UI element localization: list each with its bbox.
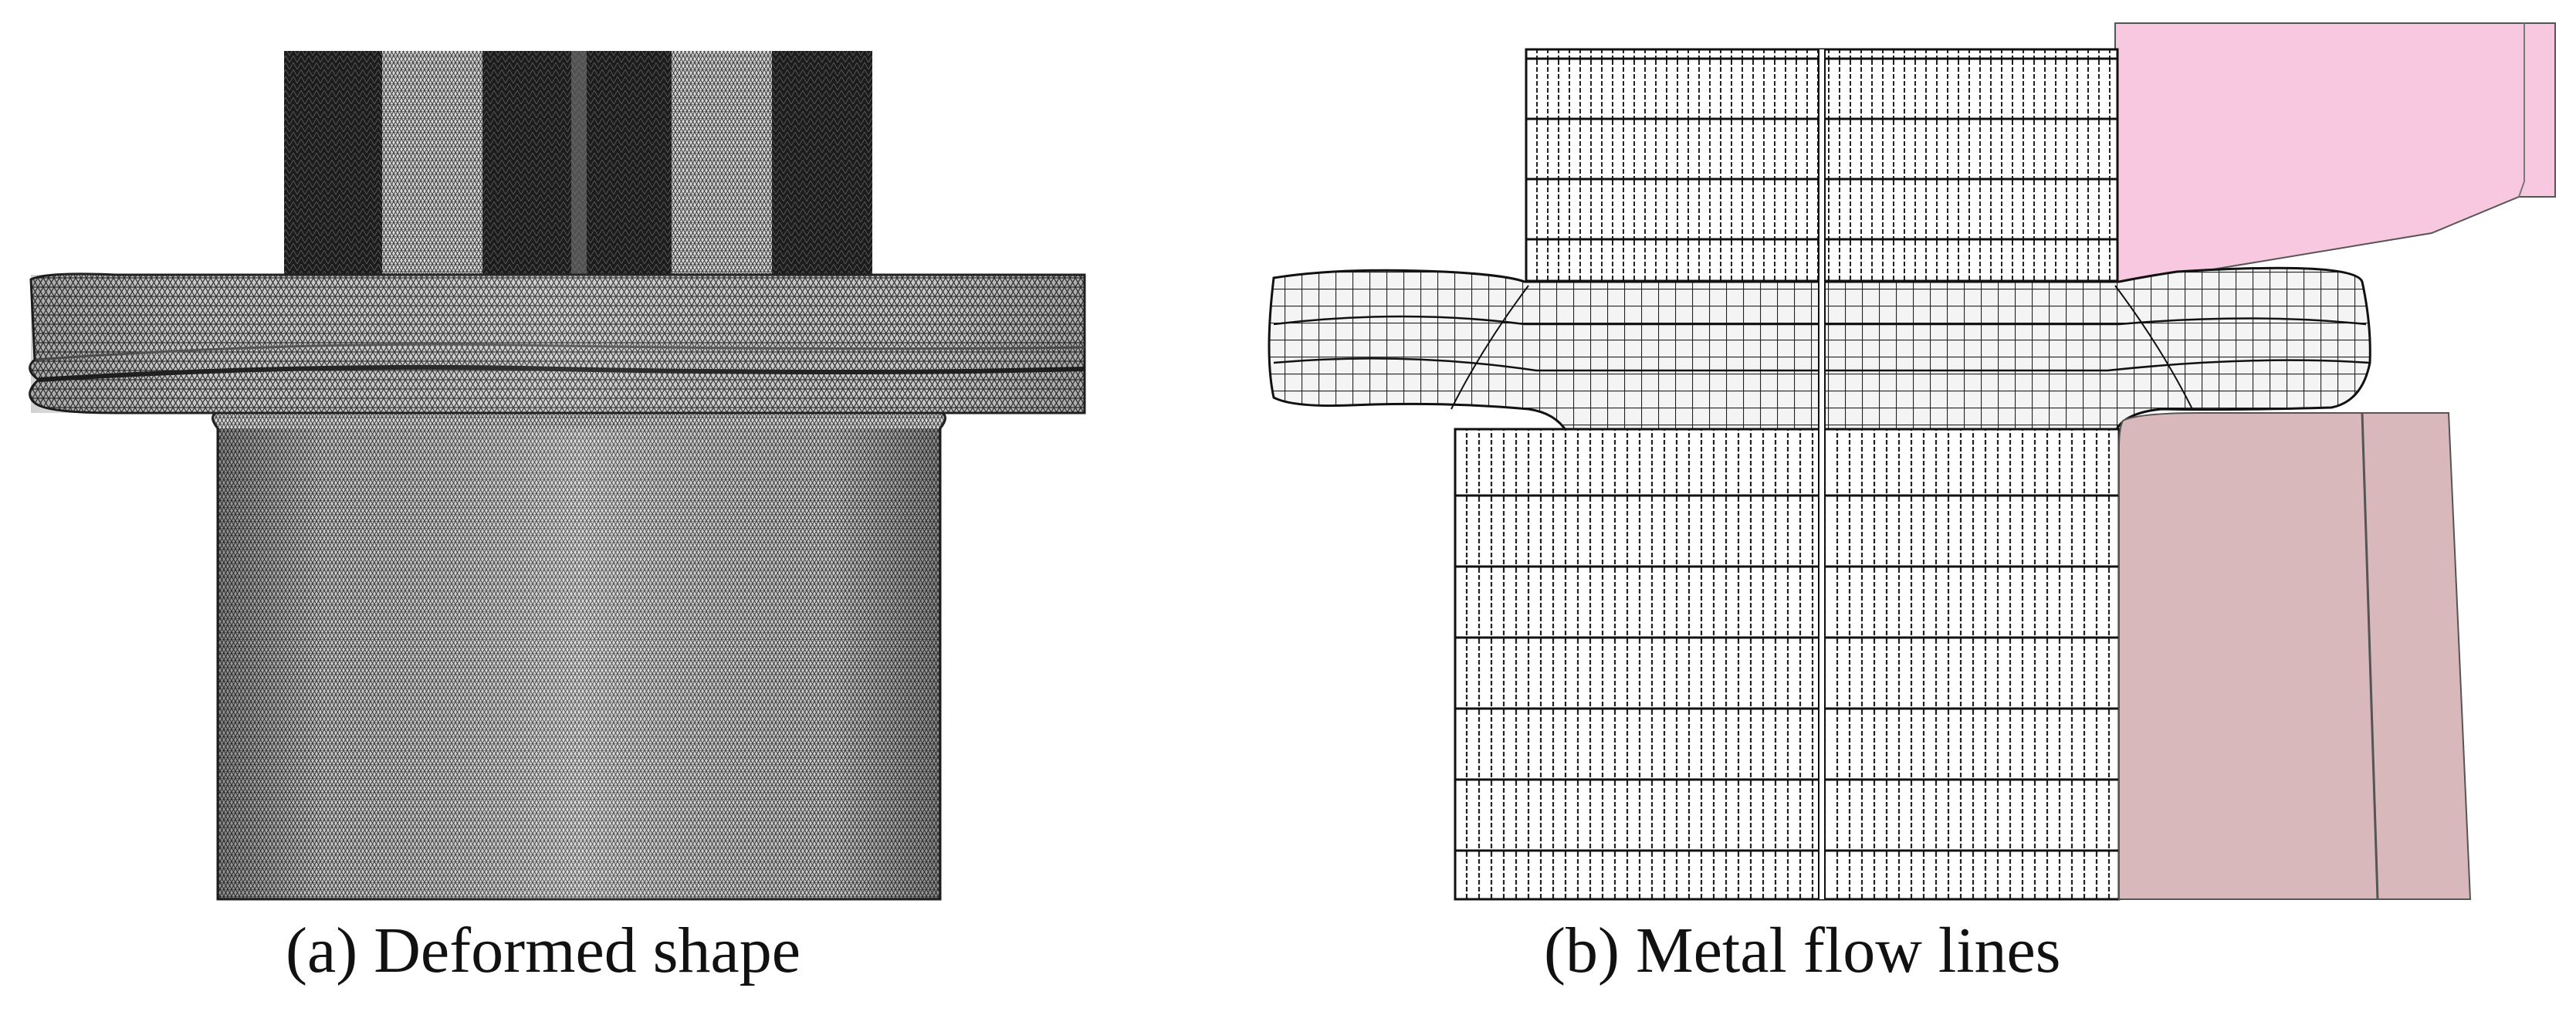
panel-metal-flow-lines: (b) Metal flow lines bbox=[1251, 0, 2576, 1015]
cylinder-body bbox=[212, 411, 946, 901]
lower-die bbox=[2118, 412, 2472, 900]
metal-flow-lines-image bbox=[1268, 22, 2556, 901]
deformed-shape-image bbox=[29, 51, 1086, 901]
upper-die bbox=[2114, 22, 2556, 287]
lower-shank bbox=[1454, 428, 2121, 901]
caption-deformed-shape: (a) Deformed shape bbox=[286, 915, 801, 986]
panel-deformed-shape: (a) Deformed shape bbox=[0, 0, 1096, 1015]
hex-head bbox=[284, 51, 872, 275]
caption-metal-flow-lines: (b) Metal flow lines bbox=[1544, 915, 2061, 986]
flange bbox=[29, 272, 1086, 414]
